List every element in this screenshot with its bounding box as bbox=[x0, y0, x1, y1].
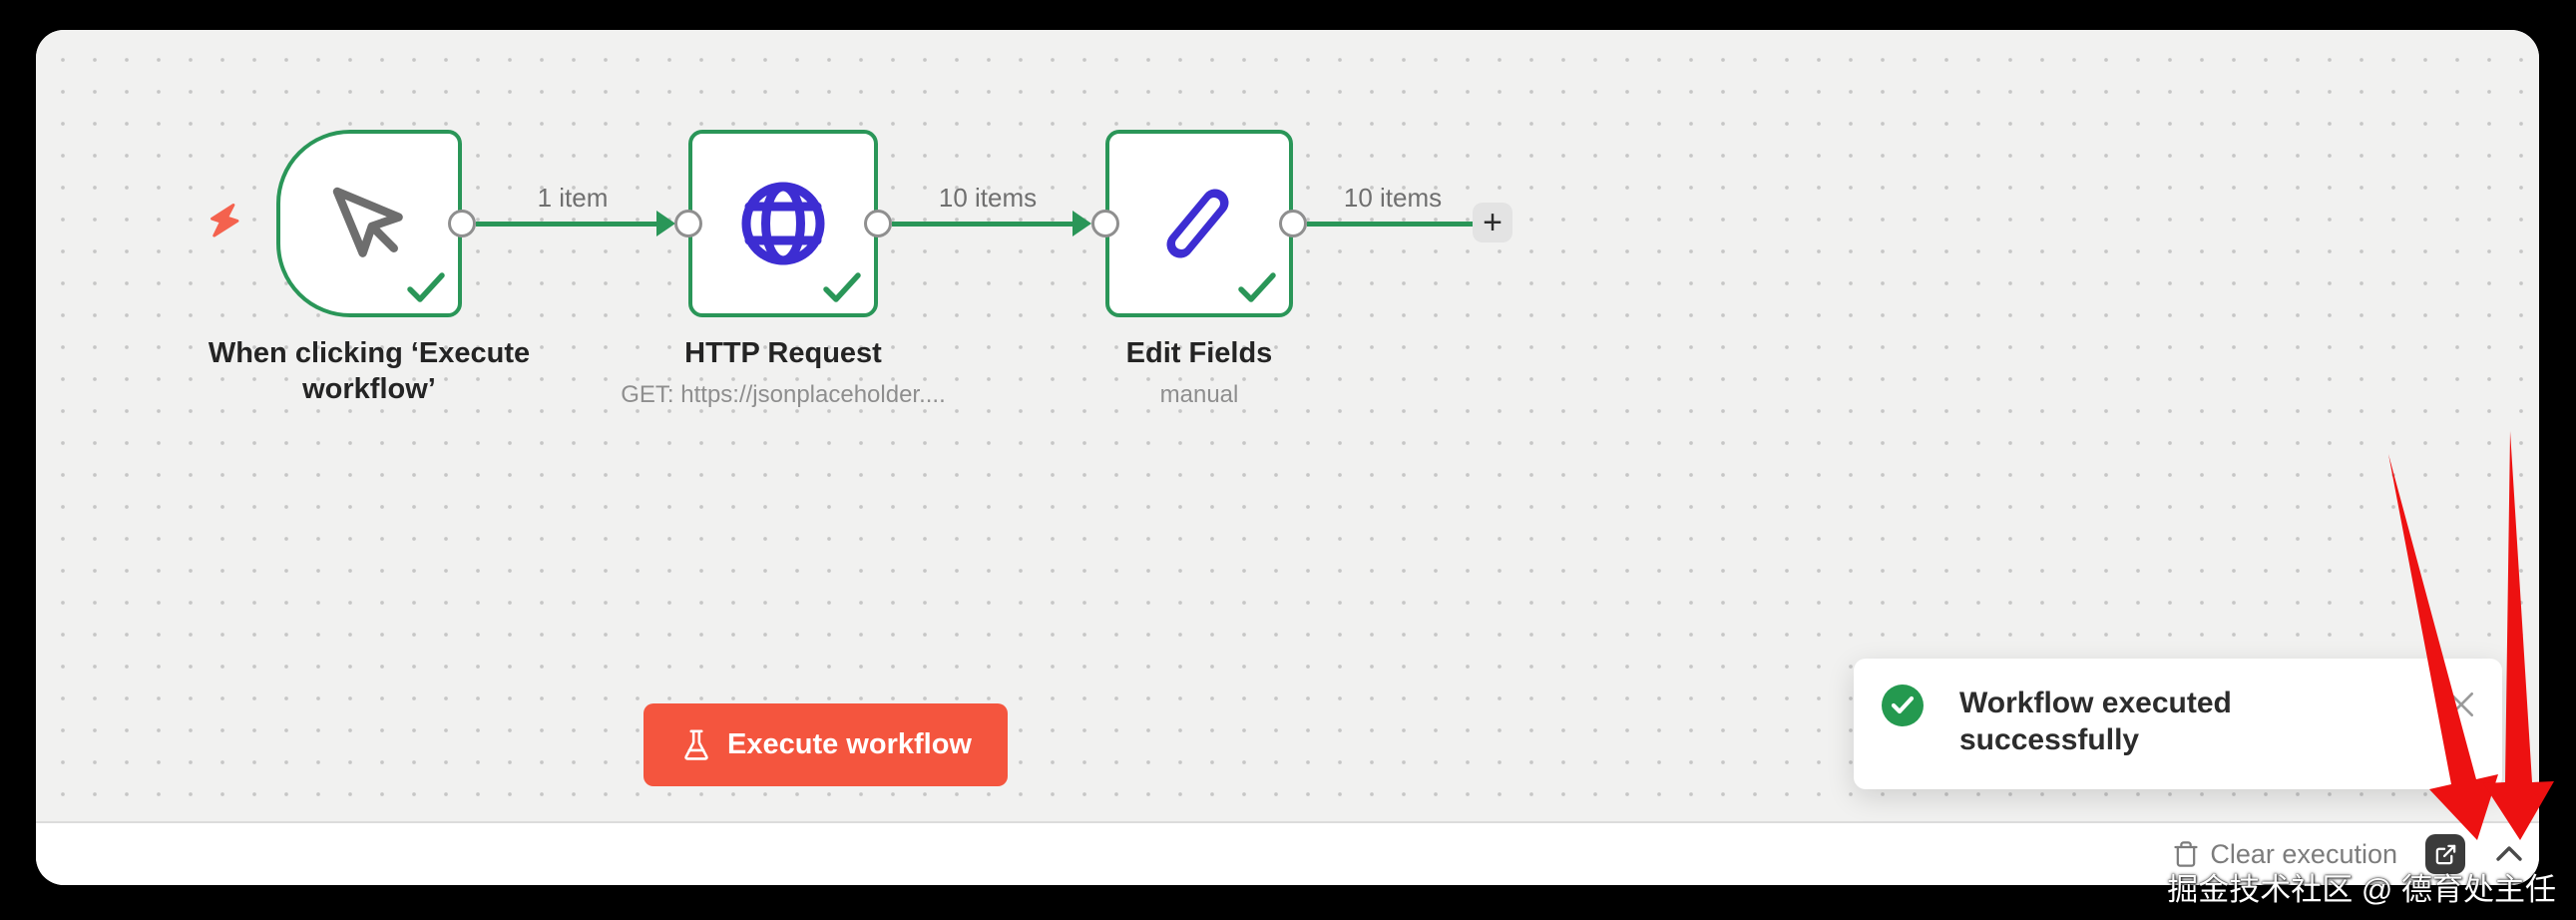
node-http-request[interactable] bbox=[688, 130, 878, 317]
connection-items-label: 1 item bbox=[537, 183, 609, 213]
workflow-canvas[interactable]: 1 item 10 items 10 items + When clicking… bbox=[36, 30, 2539, 821]
success-check-icon bbox=[823, 272, 861, 302]
node-title: Edit Fields bbox=[1125, 337, 1273, 369]
mouse-pointer-icon bbox=[280, 134, 458, 313]
output-port[interactable] bbox=[864, 210, 892, 237]
workflow-editor-window: 1 item 10 items 10 items + When clicking… bbox=[36, 30, 2539, 885]
connection-arrowhead-icon bbox=[656, 211, 675, 236]
output-port[interactable] bbox=[448, 210, 476, 237]
success-check-icon bbox=[1882, 685, 1924, 726]
pencil-icon bbox=[1109, 134, 1289, 313]
clear-execution-button[interactable]: Clear execution bbox=[2172, 839, 2397, 870]
connection-arrowhead-icon bbox=[1073, 211, 1091, 236]
connection-items-label: 10 items bbox=[938, 183, 1038, 213]
input-port[interactable] bbox=[1091, 210, 1119, 237]
execution-footer-bar: Clear execution bbox=[36, 821, 2539, 885]
connection-line[interactable] bbox=[476, 222, 661, 227]
success-check-icon bbox=[1238, 272, 1276, 302]
watermark: 掘金技术社区 @ 德育处主任 bbox=[2167, 872, 2556, 907]
flask-icon bbox=[684, 729, 708, 760]
globe-icon bbox=[692, 134, 874, 313]
node-subtitle: manual bbox=[1159, 381, 1239, 408]
chevron-up-icon[interactable] bbox=[2493, 844, 2525, 865]
add-node-button[interactable]: + bbox=[1473, 203, 1512, 242]
input-port[interactable] bbox=[674, 210, 702, 237]
toast-title: Workflow executed successfully bbox=[1959, 687, 2232, 756]
close-icon[interactable] bbox=[2444, 689, 2478, 722]
node-subtitle: GET: https://jsonplaceholder.... bbox=[621, 381, 946, 408]
open-in-new-icon[interactable] bbox=[2425, 834, 2465, 874]
connection-line[interactable] bbox=[1307, 222, 1473, 227]
toast-success: Workflow executed successfully bbox=[1854, 659, 2502, 789]
node-edit-fields[interactable] bbox=[1105, 130, 1293, 317]
node-title: When clicking ‘Execute workflow’ bbox=[208, 337, 531, 405]
node-title: HTTP Request bbox=[684, 337, 882, 369]
clear-execution-label: Clear execution bbox=[2210, 838, 2397, 869]
trash-icon bbox=[2174, 841, 2198, 867]
success-check-icon bbox=[407, 272, 445, 302]
connection-items-label: 10 items bbox=[1343, 183, 1443, 213]
execute-workflow-button[interactable]: Execute workflow bbox=[644, 703, 1008, 786]
node-manual-trigger[interactable] bbox=[276, 130, 462, 317]
output-port[interactable] bbox=[1279, 210, 1307, 237]
connection-line[interactable] bbox=[892, 222, 1077, 227]
lightning-bolt-icon bbox=[211, 203, 239, 237]
execute-workflow-label: Execute workflow bbox=[727, 728, 972, 760]
